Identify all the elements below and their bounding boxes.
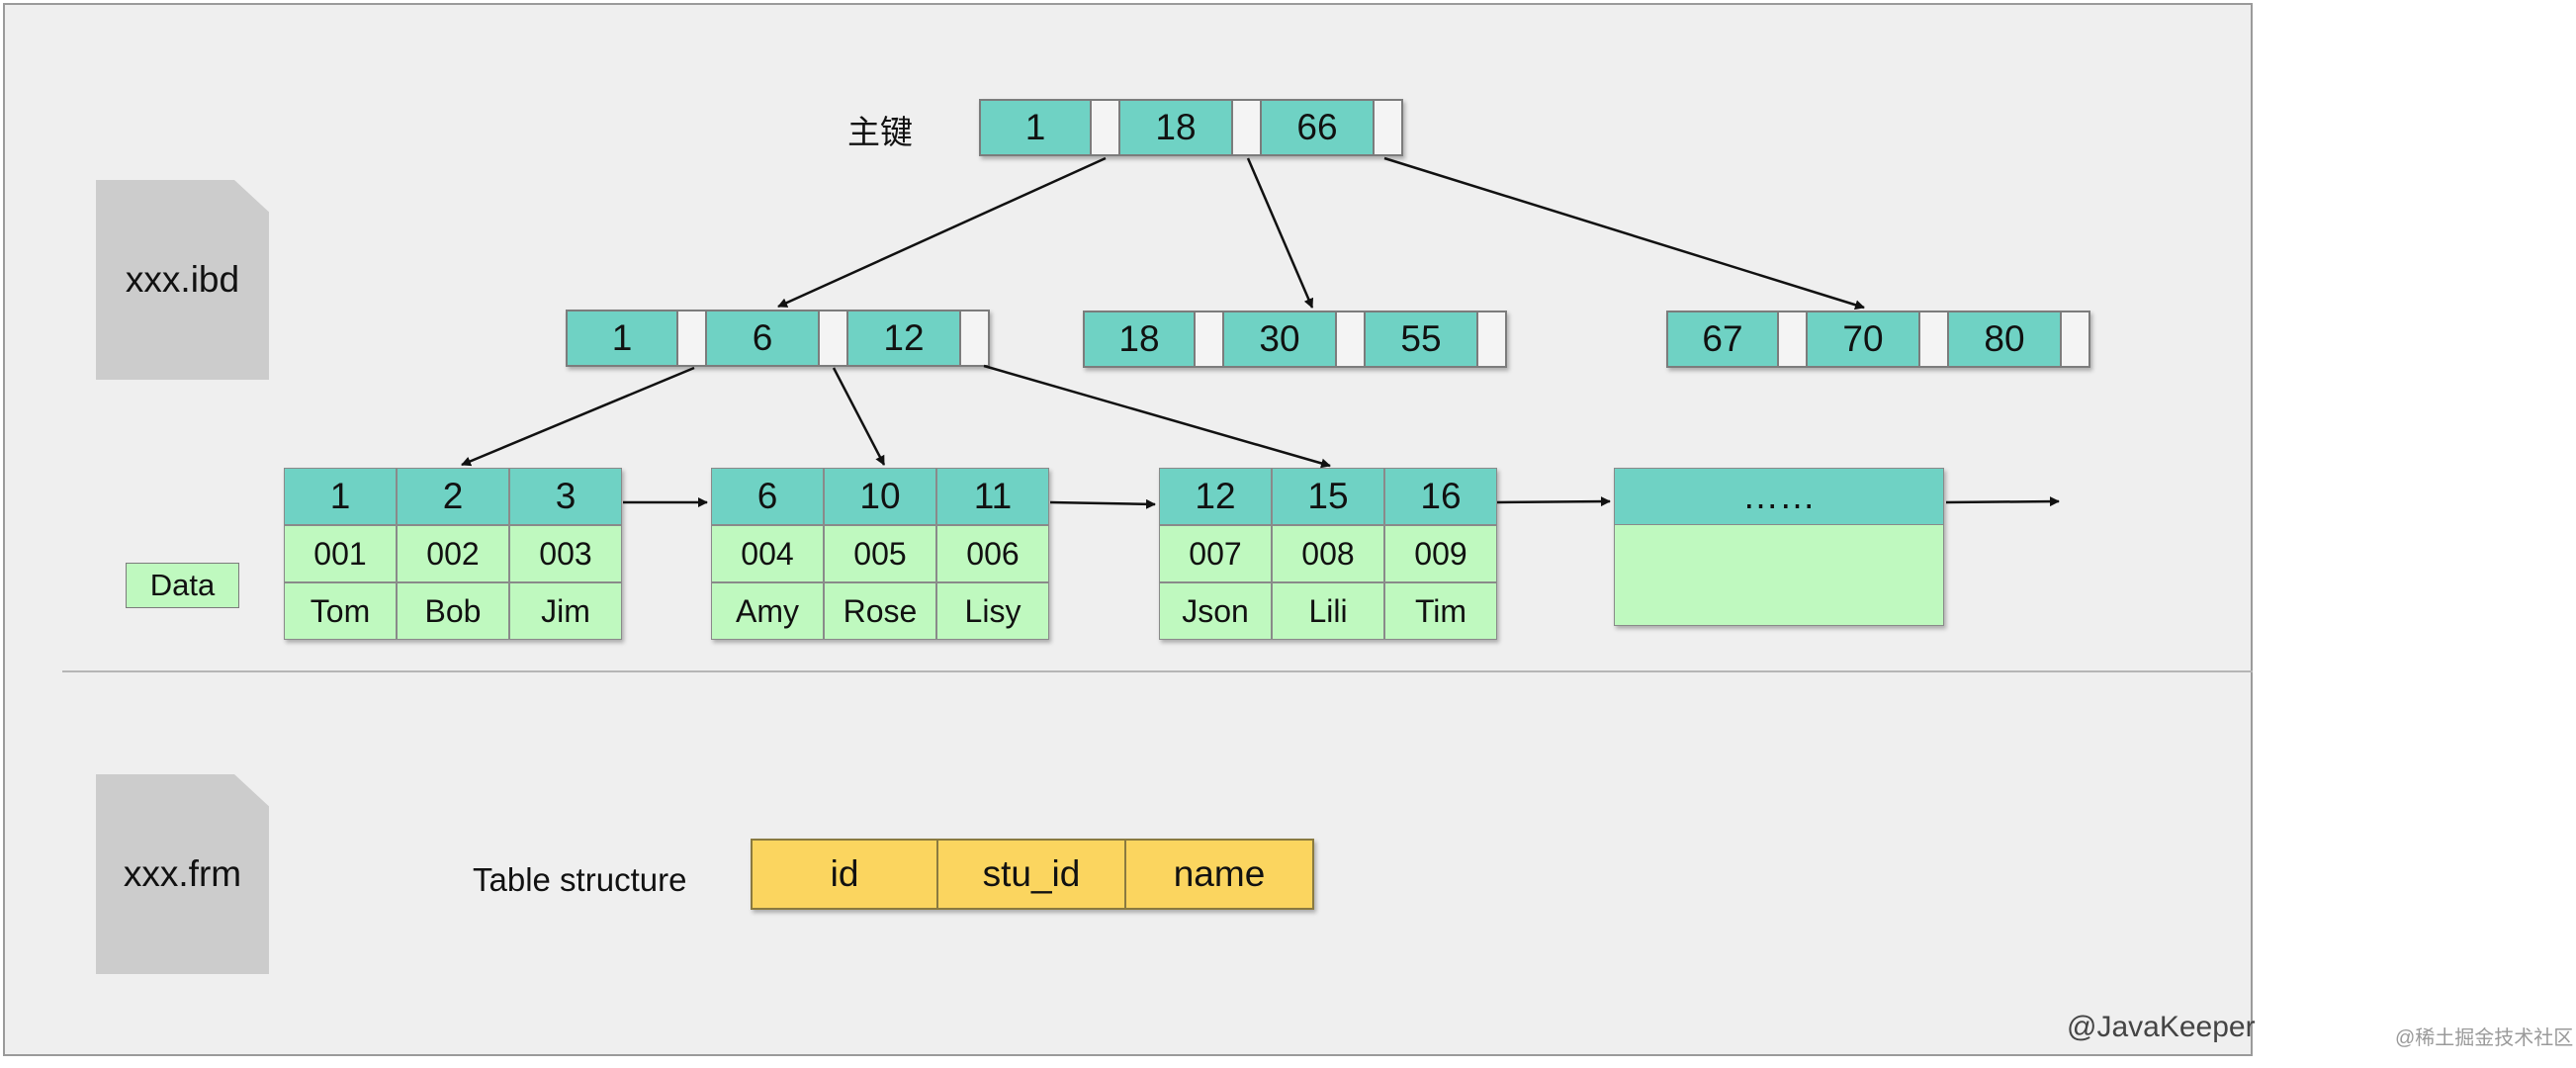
table-structure-fields: id stu_id name (751, 839, 1314, 910)
leaf-key: 3 (509, 468, 622, 525)
internal-pointer (678, 310, 707, 367)
leaf-stu-id: 001 (284, 525, 397, 582)
leaf-key: 15 (1272, 468, 1384, 525)
root-pointer (1375, 99, 1403, 156)
leaf-node: 12 15 16 007 008 009 Json Lili Tim (1159, 468, 1497, 640)
leaf-stu-id: 007 (1159, 525, 1272, 582)
leaf-node: 6 10 11 004 005 006 Amy Rose Lisy (711, 468, 1049, 640)
leaf-name: Lili (1272, 582, 1384, 640)
site-watermark: @稀土掘金技术社区 (2395, 1027, 2574, 1049)
internal-pointer (1337, 311, 1366, 368)
internal-key: 70 (1808, 311, 1920, 368)
leaf-name: Json (1159, 582, 1272, 640)
internal-pointer (2062, 311, 2090, 368)
internal-key: 18 (1083, 311, 1196, 368)
internal-node: 1 6 12 (566, 310, 990, 367)
internal-key: 55 (1366, 311, 1478, 368)
leaf-stu-id: 003 (509, 525, 622, 582)
leaf-name: Amy (711, 582, 824, 640)
internal-pointer (1478, 311, 1507, 368)
frm-file-icon: xxx.frm (96, 774, 269, 974)
leaf-key: 12 (1159, 468, 1272, 525)
internal-key: 12 (848, 310, 961, 367)
root-key: 18 (1120, 99, 1233, 156)
leaf-node: 1 2 3 001 002 003 Tom Bob Jim (284, 468, 622, 640)
root-key: 1 (979, 99, 1092, 156)
leaf-key: 16 (1384, 468, 1497, 525)
internal-node: 67 70 80 (1666, 311, 2090, 368)
internal-key: 30 (1224, 311, 1337, 368)
arrow-root-to-internal-1 (777, 156, 1107, 309)
leaf-stu-id: 009 (1384, 525, 1497, 582)
field-name: name (1126, 839, 1314, 910)
leaf-name: Tim (1384, 582, 1497, 640)
internal-key: 67 (1666, 311, 1779, 368)
root-pointer (1092, 99, 1120, 156)
arrow-root-to-internal-3 (1383, 156, 1865, 311)
arrow-internal-to-leaf-1 (461, 366, 695, 467)
leaf-node-more: …… (1614, 468, 1944, 626)
author-watermark: @JavaKeeper (2067, 1011, 2256, 1043)
leaf-stu-id: 002 (397, 525, 509, 582)
arrow-root-to-internal-2 (1246, 157, 1314, 309)
frm-file-label: xxx.frm (123, 853, 242, 894)
leaf-name: Tom (284, 582, 397, 640)
field-stu-id: stu_id (938, 839, 1126, 910)
internal-pointer (1196, 311, 1224, 368)
ibd-file-label: xxx.ibd (125, 259, 240, 300)
leaf-key: 2 (397, 468, 509, 525)
root-key: 66 (1262, 99, 1375, 156)
leaf-stu-id: 006 (936, 525, 1049, 582)
primary-key-label: 主键 (847, 114, 913, 150)
data-legend-label: Data (149, 568, 216, 602)
leaf-key: 11 (936, 468, 1049, 525)
leaf-key: 1 (284, 468, 397, 525)
leaf-name: Jim (509, 582, 622, 640)
leaf-name: Lisy (936, 582, 1049, 640)
leaf-stu-id: 005 (824, 525, 936, 582)
field-id: id (751, 839, 938, 910)
leaf-key: 10 (824, 468, 936, 525)
internal-key: 6 (707, 310, 820, 367)
arrow-leaf-link-2 (1049, 498, 1156, 509)
internal-key: 1 (566, 310, 678, 367)
ibd-file-icon: xxx.ibd (96, 180, 269, 380)
internal-pointer (1779, 311, 1808, 368)
leaf-name: Bob (397, 582, 509, 640)
arrow-leaf-link-4 (1945, 496, 2060, 507)
internal-pointer (961, 310, 990, 367)
internal-node: 18 30 55 (1083, 311, 1507, 368)
leaf-key: 6 (711, 468, 824, 525)
internal-key: 80 (1949, 311, 2062, 368)
leaf-name: Rose (824, 582, 936, 640)
arrow-internal-to-leaf-2 (832, 367, 886, 466)
root-pointer (1233, 99, 1262, 156)
arrow-internal-to-leaf-3 (983, 364, 1331, 469)
table-structure-label: Table structure (473, 861, 687, 898)
arrow-leaf-link-3 (1496, 496, 1611, 507)
internal-pointer (1920, 311, 1949, 368)
leaf-stu-id: 004 (711, 525, 824, 582)
leaf-stu-id: 008 (1272, 525, 1384, 582)
leaf-more-data (1614, 525, 1944, 626)
internal-pointer (820, 310, 848, 367)
section-divider (62, 670, 2253, 672)
data-legend: Data (126, 563, 239, 608)
root-node: 1 18 66 (979, 99, 1403, 156)
leaf-more-ellipsis: …… (1614, 468, 1944, 525)
